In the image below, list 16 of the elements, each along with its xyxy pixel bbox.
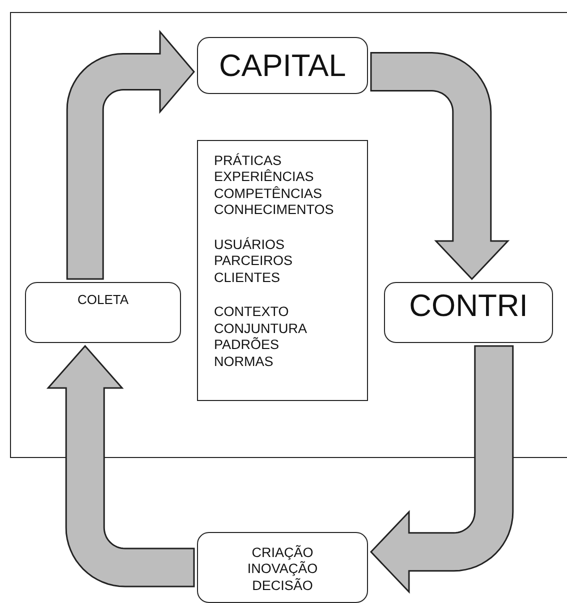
curved-block-arrow	[370, 345, 514, 594]
node-label: CRIAÇÃO INOVAÇÃO DECISÃO	[247, 545, 318, 594]
text-box	[197, 140, 368, 401]
rounded-box	[25, 282, 181, 343]
node-label: COLETA	[77, 292, 129, 308]
node-label: CONTRI	[409, 287, 528, 325]
rounded-box	[384, 282, 553, 343]
rounded-box	[197, 532, 368, 603]
curved-block-arrow	[370, 52, 510, 280]
node-label: CONTEXTO CONJUNTURA PADRÕES NORMAS	[214, 304, 306, 370]
curved-block-arrow	[66, 30, 195, 280]
rounded-box	[197, 37, 368, 94]
node-label: PRÁTICAS EXPERIÊNCIAS COMPETÊNCIAS CONHECIMENTOS	[214, 153, 334, 219]
node-label: CAPITAL	[219, 46, 346, 84]
node-label: USUÁRIOS PARCEIROS CLIENTES	[214, 236, 293, 286]
curved-block-arrow	[46, 344, 195, 588]
